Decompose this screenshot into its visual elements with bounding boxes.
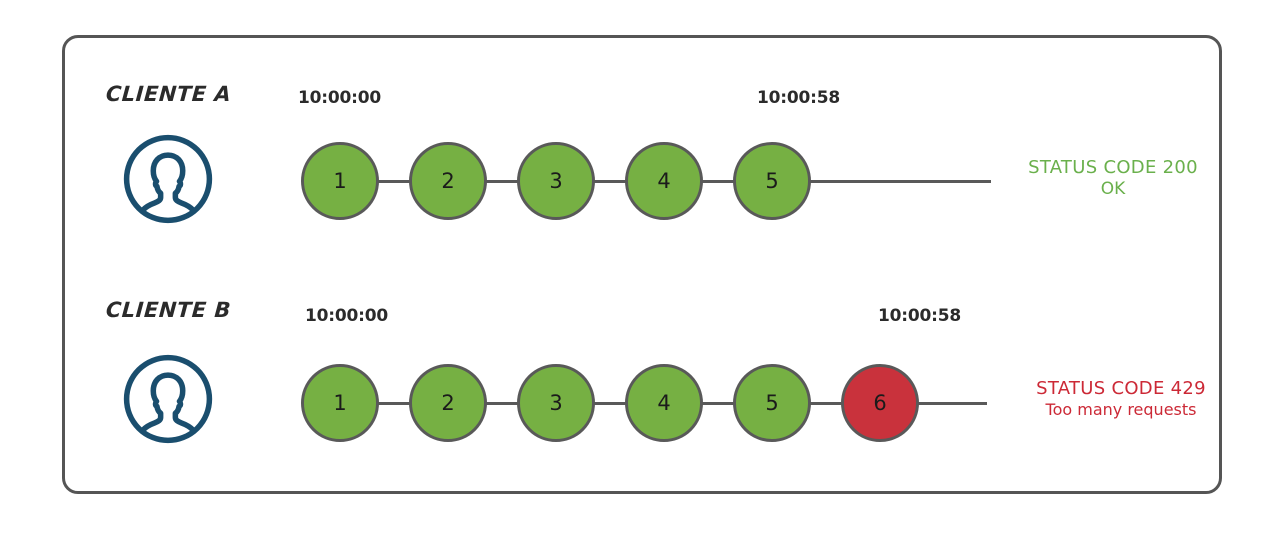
- request-node[interactable]: 5: [733, 142, 811, 220]
- status-code-text: STATUS CODE 429: [1036, 378, 1206, 399]
- chain-connector: [593, 401, 627, 405]
- request-node[interactable]: 3: [517, 364, 595, 442]
- request-node[interactable]: 2: [409, 364, 487, 442]
- chain-tail-connector: [917, 401, 987, 405]
- chain-connector: [701, 179, 735, 183]
- status-code-text: STATUS CODE 200: [1028, 157, 1198, 178]
- chain-connector: [485, 401, 519, 405]
- chain-connector: [377, 401, 411, 405]
- user-avatar-icon: [122, 133, 214, 225]
- request-node-failed[interactable]: 6: [841, 364, 919, 442]
- request-node[interactable]: 1: [301, 142, 379, 220]
- request-node[interactable]: 2: [409, 142, 487, 220]
- request-chain-a: 1 2 3 4 5: [301, 139, 991, 223]
- status-badge-b: STATUS CODE 429 Too many requests: [1028, 378, 1214, 419]
- status-message-text: OK: [1100, 178, 1126, 199]
- chain-connector: [485, 179, 519, 183]
- status-message-text: Too many requests: [1045, 399, 1197, 419]
- request-node[interactable]: 5: [733, 364, 811, 442]
- client-label-b: CLIENTE B: [105, 298, 232, 322]
- chain-connector: [701, 401, 735, 405]
- chain-connector: [593, 179, 627, 183]
- chain-connector: [377, 179, 411, 183]
- request-node[interactable]: 4: [625, 364, 703, 442]
- status-badge-a: STATUS CODE 200 OK: [1028, 157, 1198, 200]
- chain-connector: [809, 401, 843, 405]
- timestamp-end-b: 10:00:58: [878, 306, 961, 326]
- user-avatar-icon: [122, 353, 214, 445]
- chain-tail-connector: [809, 179, 991, 183]
- client-label-a: CLIENTE A: [105, 82, 233, 106]
- request-node[interactable]: 1: [301, 364, 379, 442]
- timestamp-start-a: 10:00:00: [298, 88, 381, 108]
- request-node[interactable]: 4: [625, 142, 703, 220]
- request-chain-b: 1 2 3 4 5 6: [301, 361, 987, 445]
- timestamp-start-b: 10:00:00: [305, 306, 388, 326]
- timestamp-end-a: 10:00:58: [757, 88, 840, 108]
- request-node[interactable]: 3: [517, 142, 595, 220]
